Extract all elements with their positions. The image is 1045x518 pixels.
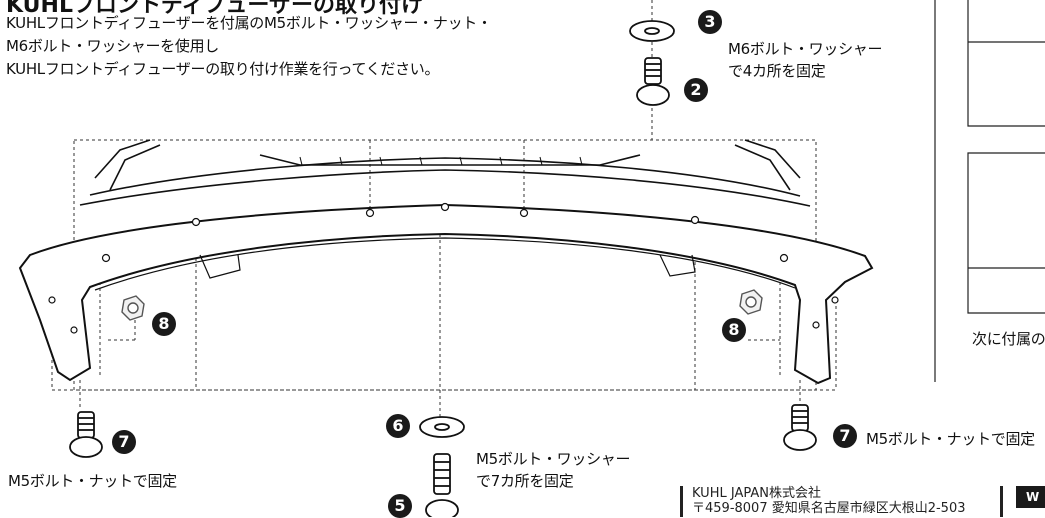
bolt-right-shape	[783, 404, 817, 451]
instructions: KUHLフロントディフューザーを付属のM5ボルト・ワッシャー・ナット・ M6ボル…	[6, 12, 492, 81]
part-number-7-right: 7	[833, 424, 857, 448]
part-number-5: 5	[388, 494, 412, 518]
part-number-8-right: 8	[722, 318, 746, 342]
m6-note-line-2: で4カ所を固定	[728, 62, 826, 80]
bolt-top-shape	[636, 57, 670, 106]
m6-note: M6ボルト・ワッシャー で4カ所を固定	[728, 38, 882, 82]
footer-company-name: KUHL JAPAN株式会社	[692, 486, 821, 501]
footer-rule-left	[680, 486, 683, 517]
footer-rule-right	[1000, 486, 1003, 517]
page-heading: KUHLフロントディフューザーの取り付け	[6, 0, 423, 18]
diffuser-detail-lines	[94, 237, 796, 291]
grille-slats	[299, 156, 583, 166]
footer-company: KUHL JAPAN株式会社 〒459-8007 愛知県名古屋市緑区大根山2-5…	[692, 486, 966, 516]
instruction-line-1: KUHLフロントディフューザーを付属のM5ボルト・ワッシャー・ナット・	[6, 14, 492, 32]
nut-right-shape	[739, 289, 763, 315]
right-panel-text: 次に付属の	[972, 330, 1045, 348]
m5-center-note-line-2: で7カ所を固定	[476, 472, 574, 490]
bolt-bottom-shape	[425, 453, 459, 517]
m5-left-note: M5ボルト・ナットで固定	[8, 472, 177, 490]
right-panel-frames	[934, 0, 1045, 382]
instruction-line-3: KUHLフロントディフューザーの取り付け作業を行ってください。	[6, 60, 440, 78]
part-number-8-left: 8	[152, 312, 176, 336]
part-number-7-left: 7	[112, 430, 136, 454]
front-diffuser	[18, 203, 874, 385]
m5-right-note: M5ボルト・ナットで固定	[866, 430, 1035, 448]
nut-left-shape	[121, 295, 145, 321]
mounting-holes	[48, 202, 839, 334]
m5-center-note: M5ボルト・ワッシャー で7カ所を固定	[476, 448, 630, 492]
bolt-left-shape	[69, 411, 103, 458]
m5-center-note-line-1: M5ボルト・ワッシャー	[476, 450, 631, 468]
footer-tag: W	[1016, 486, 1045, 508]
washer-top-shape	[629, 20, 675, 42]
part-number-3: 3	[698, 10, 722, 34]
bumper-outline	[79, 139, 811, 207]
footer-address: 〒459-8007 愛知県名古屋市緑区大根山2-503	[692, 501, 966, 516]
part-number-6: 6	[386, 414, 410, 438]
part-number-2: 2	[684, 78, 708, 102]
instruction-line-2: M6ボルト・ワッシャーを使用し	[6, 37, 219, 55]
washer-bottom-shape	[419, 416, 465, 438]
m6-note-line-1: M6ボルト・ワッシャー	[728, 40, 883, 58]
